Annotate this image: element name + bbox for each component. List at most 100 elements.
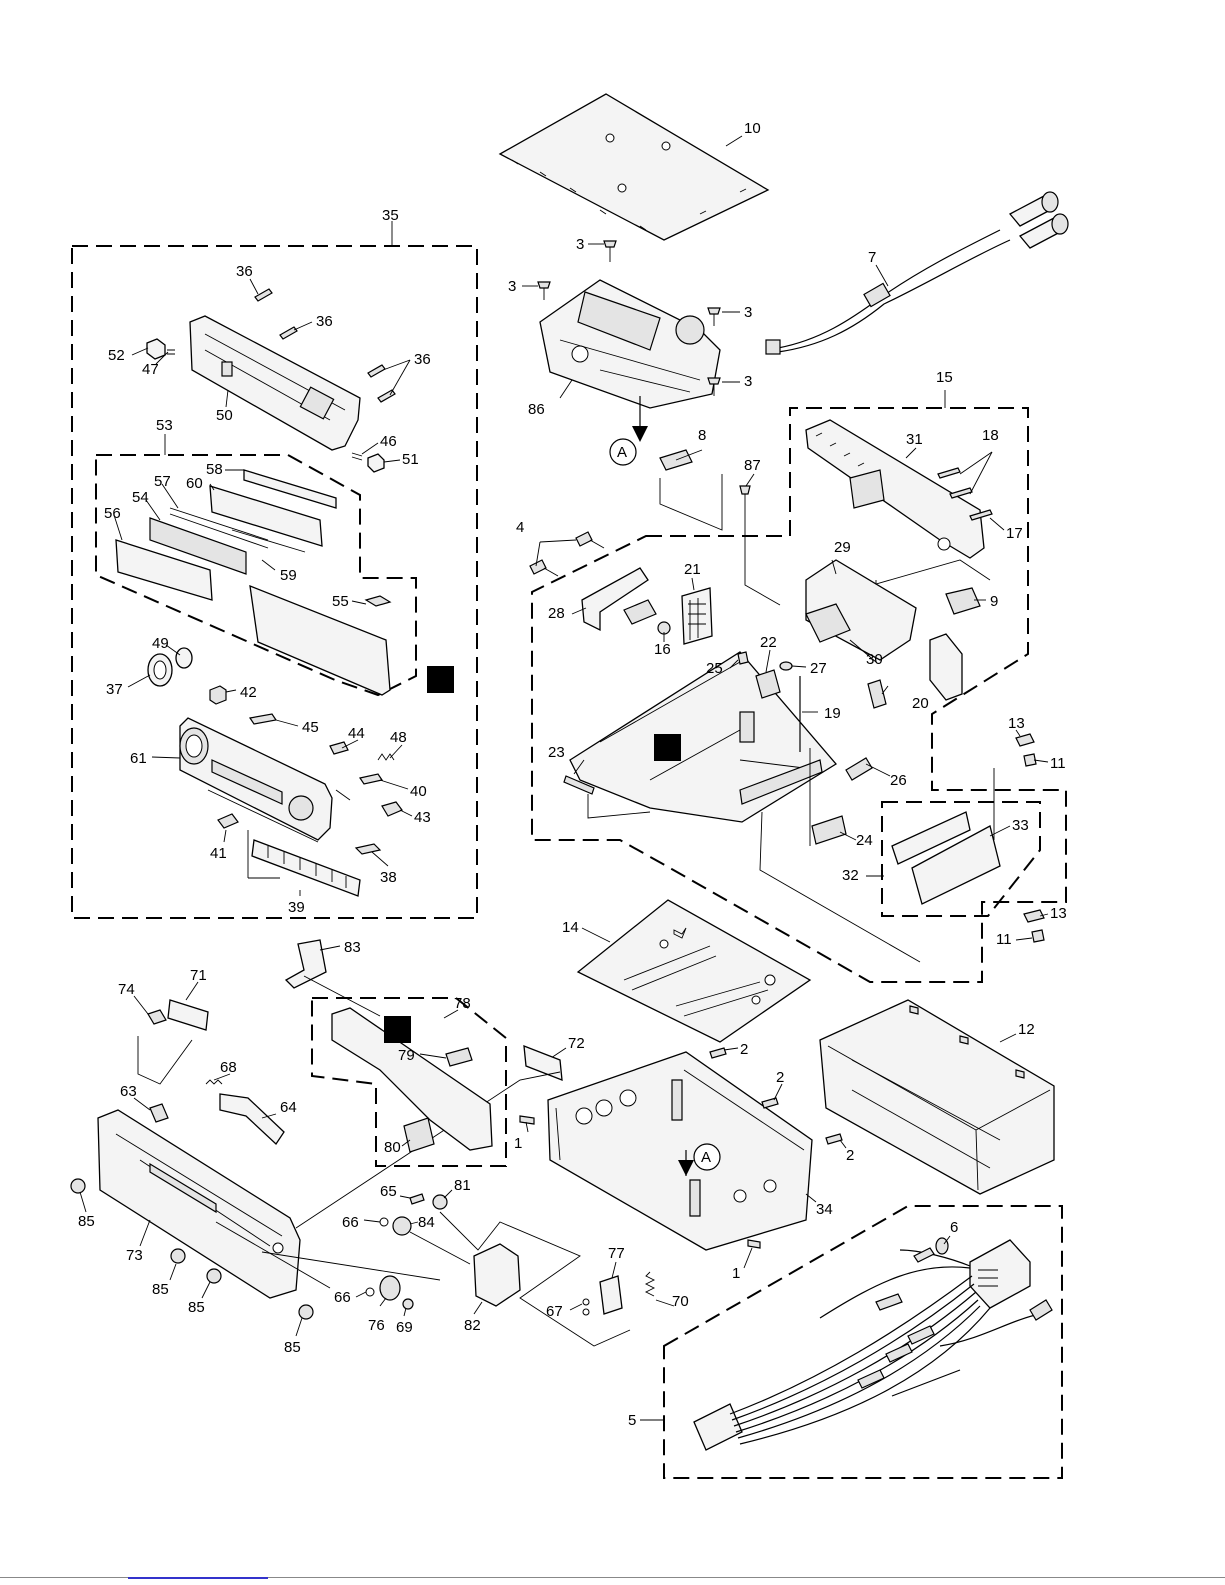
part-74 [148,1010,166,1024]
callout-76: 76 [368,1317,385,1334]
callout-27: 27 [810,660,827,677]
callout-10: 10 [744,120,761,137]
callout-36: 36 [414,351,431,368]
part-34-chassis [548,1052,812,1250]
callout-a-bottom: A [701,1149,711,1166]
callout-30: 30 [866,651,883,668]
group-78-parts [332,1008,492,1152]
part-39-button-strip [252,840,360,896]
callout-12: 12 [1018,1021,1035,1038]
part-26 [846,758,872,780]
callout-22: 22 [760,634,777,651]
callout-36: 36 [236,263,253,280]
callout-15: 15 [936,369,953,386]
callout-2: 2 [740,1041,748,1058]
callout-29: 29 [834,539,851,556]
callout-58: 58 [206,461,223,478]
callout-67: 67 [546,1303,563,1320]
callout-87: 87 [744,457,761,474]
part-87-clip [740,486,750,494]
callout-78: 78 [454,995,471,1012]
callout-39: 39 [288,899,305,916]
callout-2: 2 [846,1147,854,1164]
callout-11: 11 [996,931,1012,948]
part-50-rear-frame [190,316,360,450]
callout-71: 71 [190,967,207,984]
part-51 [368,454,384,472]
callout-59: 59 [280,567,297,584]
callout-41: 41 [210,845,227,862]
screws-4 [530,532,604,576]
callout-73: 73 [126,1247,143,1264]
part-83-bracket [286,940,326,988]
callout-44: 44 [348,725,365,742]
callout-23: 23 [548,744,565,761]
part-52 [147,339,165,359]
part-49-ring [176,648,192,668]
callout-66: 66 [342,1214,359,1231]
callout-4: 4 [516,519,524,536]
part-21-connector [682,588,712,644]
callout-74: 74 [118,981,135,998]
callout-43: 43 [414,809,431,826]
part-64 [220,1094,284,1144]
callout-3: 3 [508,278,516,295]
callout-64: 64 [280,1099,297,1116]
callout-1: 1 [514,1135,522,1152]
callout-19: 19 [824,705,841,722]
callout-16: 16 [654,641,671,658]
part-71 [168,1000,208,1030]
callout-82: 82 [464,1317,481,1334]
callout-38: 38 [380,869,397,886]
callout-66: 66 [334,1289,351,1306]
callout-60: 60 [186,475,203,492]
callout-3: 3 [744,304,752,321]
callout-9: 9 [990,593,998,610]
part-11b [1032,930,1044,942]
part-46 [352,453,362,460]
callout-8: 8 [698,427,706,444]
part-29-subboard [806,560,916,660]
callout-20: 20 [912,695,929,712]
callout-36: 36 [316,313,333,330]
callout-49: 49 [152,635,169,652]
callout-85: 85 [188,1299,205,1316]
callout-84: 84 [418,1214,435,1231]
callout-83: 83 [344,939,361,956]
callout-48: 48 [390,729,407,746]
part-68 [206,1080,222,1084]
part-16-ic [624,600,656,624]
callout-79: 79 [398,1047,415,1064]
part-33-board [892,812,1000,904]
marker-block-35 [427,666,454,693]
callout-65: 65 [380,1183,397,1200]
marker-block-78 [384,1016,411,1043]
callout-51: 51 [402,451,419,468]
callout-26: 26 [890,772,907,789]
callout-56: 56 [104,505,121,522]
callout-3: 3 [576,236,584,253]
callout-13: 13 [1050,905,1067,922]
callout-18: 18 [982,427,999,444]
callout-21: 21 [684,561,701,578]
callout-13: 13 [1008,715,1025,732]
callout-86: 86 [528,401,545,418]
callout-32: 32 [842,867,859,884]
part-47 [167,350,175,354]
callout-80: 80 [384,1139,401,1156]
part-7-rca-cable [766,192,1068,354]
callout-5: 5 [628,1412,636,1429]
callout-2: 2 [776,1069,784,1086]
callout-85: 85 [152,1281,169,1298]
leaders-lower-mid [356,1190,674,1316]
callout-69: 69 [396,1319,413,1336]
part-5-harness [694,1238,1052,1450]
callout-63: 63 [120,1083,137,1100]
reference-arrow-a-top [610,396,648,465]
callout-53: 53 [156,417,173,434]
callout-6: 6 [950,1219,958,1236]
part-63 [150,1104,168,1122]
callout-1: 1 [732,1265,740,1282]
callout-31: 31 [906,431,923,448]
